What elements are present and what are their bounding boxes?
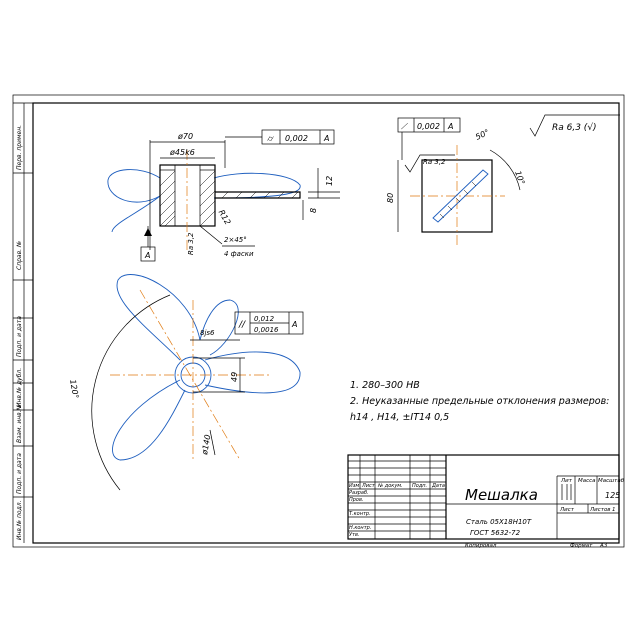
tb-role-5: Утв. xyxy=(349,532,360,538)
dim-10deg: 10° xyxy=(513,170,526,186)
material: Сталь 05Х18Н10Т xyxy=(466,518,532,526)
side-label-3: Взам. инв.№ xyxy=(16,404,23,443)
mass-value: 125 xyxy=(605,491,620,500)
roughness-main: Ra 6,3 (√) xyxy=(552,122,597,133)
flat-symbol: ⟋ xyxy=(400,122,409,131)
perp-value: 0,002 xyxy=(285,134,308,143)
tb-role-3: Т.контр. xyxy=(349,511,371,517)
flat-value: 0,002 xyxy=(417,122,440,131)
title-block: Изм Лист № докум. Подп. Дата Разраб. Про… xyxy=(347,454,625,549)
dim-d140: ø140 xyxy=(200,434,213,456)
par-symbol: // xyxy=(238,320,246,330)
tb-h-izm: Изм xyxy=(349,483,359,489)
dim-8js6: 8js6 xyxy=(200,329,215,337)
tb-h-list: Лист xyxy=(361,483,376,489)
side-label-7: Перв. примен. xyxy=(16,125,23,170)
flat-datum: A xyxy=(447,122,453,131)
dim-chamfer: 2×45° xyxy=(224,236,247,244)
datum-label: A xyxy=(144,251,150,260)
note-3: h14 , H14, ±IT14 0,5 xyxy=(350,412,449,423)
par-value-2: 0,0016 xyxy=(254,326,279,334)
dim-d70: ø70 xyxy=(177,132,193,141)
section-view: ø70 ø45k6 ⌭ 0,002 A R12 Ra 3,2 12 8 2×45… xyxy=(107,129,340,262)
sheet-label: Лист xyxy=(559,507,575,513)
tb-role-1: Разраб. xyxy=(349,490,369,496)
dim-r12: R12 xyxy=(217,208,233,226)
dim-120deg: 120° xyxy=(68,379,80,400)
par-value-1: 0,012 xyxy=(254,315,275,323)
tb-role-4: Н.контр. xyxy=(349,525,371,531)
dim-50deg: 50° xyxy=(474,128,491,142)
note-1: 1. 280–300 НВ xyxy=(350,380,420,391)
side-label-4: Инв.№ дубл. xyxy=(16,368,23,407)
ra32-section: Ra 3,2 xyxy=(187,232,195,255)
ra32-detail: Ra 3,2 xyxy=(423,158,446,166)
scale-label: Масштаб xyxy=(598,478,625,484)
datum-box xyxy=(140,246,156,262)
sheet-border xyxy=(12,94,625,548)
chamfer-note: 4 фаски xyxy=(224,250,254,258)
dim-d45: ø45k6 xyxy=(169,148,195,157)
side-strip: Инв.№ подл. Подп. и дата Взам. инв.№ Инв… xyxy=(13,102,33,543)
detail-view: ⟋ 0,002 A Ra 3,2 80 50° 10° Ra 6,3 (√) xyxy=(386,114,620,246)
format-label: Формат xyxy=(570,543,593,549)
dim-49: 49 xyxy=(230,372,239,382)
sheets-label: Листов xyxy=(589,507,611,513)
drawing-title: Мешалка xyxy=(465,486,538,504)
side-label-2: Подп. и дата xyxy=(16,453,23,494)
tb-h-date: Дата xyxy=(431,483,445,489)
par-datum: A xyxy=(291,320,297,329)
format-value: А3 xyxy=(599,543,608,549)
material-standard: ГОСТ 5632-72 xyxy=(470,529,521,537)
side-label-1: Инв.№ подл. xyxy=(16,500,23,540)
perp-datum: A xyxy=(323,134,329,143)
plan-view: 120° 49 8js6 // 0,012 0,0016 A ø140 xyxy=(68,274,304,491)
copied-label: Копировал xyxy=(465,543,497,549)
tech-notes: 1. 280–300 НВ 2. Неуказанные предельные … xyxy=(350,380,609,423)
dim-12: 12 xyxy=(325,176,334,186)
tb-h-doc: № докум. xyxy=(377,483,403,489)
tb-h-sign: Подп. xyxy=(412,483,427,489)
tb-role-2: Пров. xyxy=(349,497,364,503)
lit-label: Лит xyxy=(560,478,573,484)
side-label-5: Подп. и дата xyxy=(16,316,23,357)
drawing-frame xyxy=(32,102,620,544)
mass-label: Масса xyxy=(578,478,596,484)
note-2: 2. Неуказанные предельные отклонения раз… xyxy=(350,396,609,407)
dim-80: 80 xyxy=(386,193,395,203)
dim-8: 8 xyxy=(309,208,318,213)
sheets-count: 1 xyxy=(612,507,616,513)
perp-symbol: ⌭ xyxy=(267,134,274,143)
side-label-6: Справ. № xyxy=(16,241,23,270)
